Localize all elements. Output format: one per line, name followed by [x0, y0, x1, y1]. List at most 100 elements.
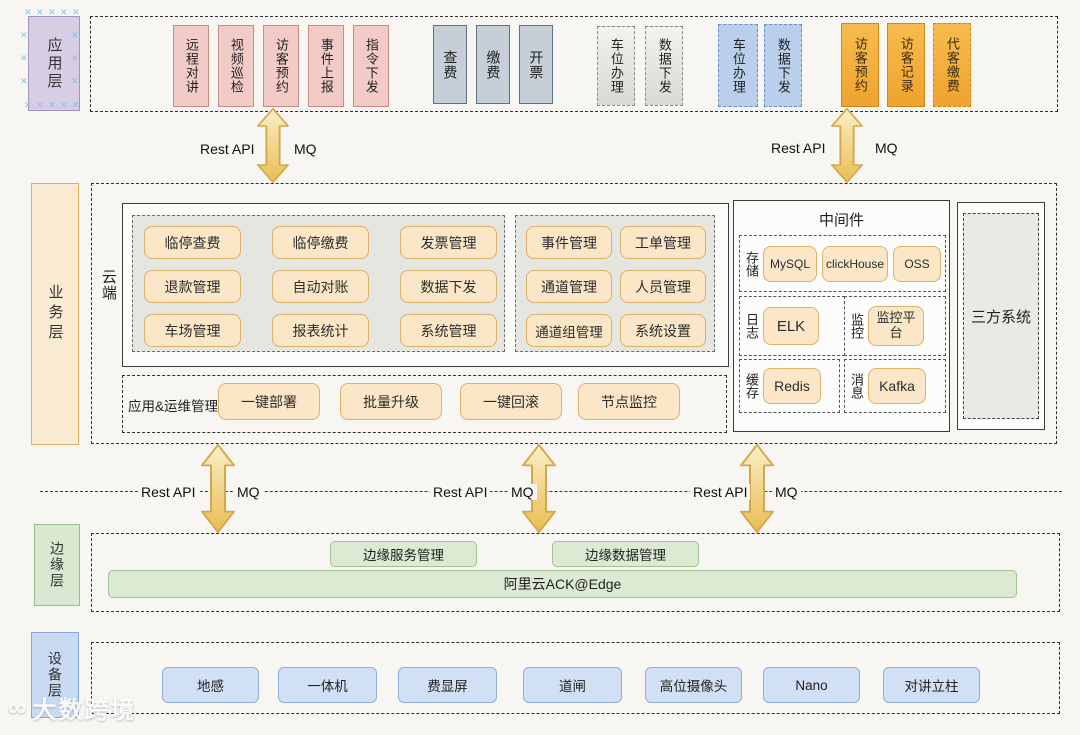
app-node: 访客预约 — [841, 23, 879, 107]
connector-label: MQ — [872, 140, 901, 156]
double-arrow-icon — [200, 444, 236, 533]
cloud-label: 云端 — [99, 269, 117, 301]
layer-label-business: 业务层 — [31, 183, 79, 445]
middleware-item: 监控平台 — [868, 306, 924, 346]
edge-service-box: 边缘服务管理 — [330, 541, 477, 567]
module-box: 报表统计 — [272, 314, 369, 347]
double-arrow-icon — [739, 444, 775, 533]
device-box: 费显屏 — [398, 667, 497, 703]
message-label: 消息 — [849, 373, 864, 399]
app-node: 车位办理 — [597, 26, 635, 106]
ops-label: 应用&运维管理 — [128, 399, 219, 414]
app-node: 查费 — [433, 25, 467, 104]
storage-group: 存储 MySQL clickHouse OSS — [739, 235, 946, 292]
app-node: 车位办理 — [718, 24, 758, 107]
monitor-group: 监控 监控平台 — [844, 296, 946, 356]
ops-box: 一键部署 — [218, 383, 320, 420]
selection-handle-icon — [20, 54, 28, 63]
app-node: 缴费 — [476, 25, 510, 104]
app-node: 事件上报 — [308, 25, 344, 107]
watermark-text: 大数跨境 — [32, 697, 137, 724]
module-box: 工单管理 — [620, 226, 706, 259]
connector-label: Rest API — [690, 484, 751, 500]
app-node: 数据下发 — [764, 24, 802, 107]
management-module-group: 事件管理 工单管理 通道管理 人员管理 通道组管理 系统设置 — [515, 215, 715, 352]
module-box: 人员管理 — [620, 270, 706, 303]
selection-handle-icon — [71, 54, 79, 63]
double-arrow-icon — [256, 108, 290, 183]
selection-handle-icon — [36, 8, 44, 17]
monitor-label: 监控 — [849, 313, 864, 339]
selection-handle-icon — [20, 31, 28, 40]
device-box: Nano — [763, 667, 860, 703]
module-box: 发票管理 — [400, 226, 497, 259]
module-box: 退款管理 — [144, 270, 241, 303]
selection-handle-icon — [60, 101, 68, 110]
device-box: 道闸 — [523, 667, 622, 703]
watermark: ∞ 大数跨境 — [8, 690, 137, 725]
selection-handle-icon — [72, 101, 80, 110]
ops-zone — [122, 375, 727, 433]
middleware-box: 中间件 存储 MySQL clickHouse OSS 日志 ELK 监控 监控… — [733, 200, 950, 432]
app-node: 远程对讲 — [173, 25, 209, 107]
selection-handle-icon — [71, 77, 79, 86]
middleware-item: clickHouse — [822, 245, 888, 282]
connector-label: Rest API — [430, 484, 491, 500]
module-box: 系统管理 — [400, 314, 497, 347]
application-layer-zone — [90, 16, 1058, 112]
selection-handle-icon — [24, 8, 32, 17]
connector-label: Rest API — [768, 140, 829, 156]
module-box: 临停缴费 — [272, 226, 369, 259]
app-node: 指令下发 — [353, 25, 389, 107]
selection-handle-icon — [48, 101, 56, 110]
edge-data-box: 边缘数据管理 — [552, 541, 699, 567]
selection-handle-icon — [72, 8, 80, 17]
platform-module-group: 临停查费 临停缴费 发票管理 退款管理 自动对账 数据下发 车场管理 报表统计 … — [132, 215, 505, 352]
cache-label: 缓存 — [744, 373, 759, 399]
middleware-item: Redis — [763, 368, 821, 404]
business-layer-zone — [91, 183, 1057, 444]
ops-box: 节点监控 — [578, 383, 680, 420]
selection-handle-icon — [20, 77, 28, 86]
connector-label: MQ — [234, 484, 263, 500]
device-box: 对讲立柱 — [883, 667, 980, 703]
double-arrow-icon — [830, 108, 864, 183]
module-box: 临停查费 — [144, 226, 241, 259]
module-box: 自动对账 — [272, 270, 369, 303]
layer-label-edge: 边缘层 — [34, 524, 80, 606]
connector-label: Rest API — [197, 141, 258, 157]
selection-handle-icon — [36, 101, 44, 110]
edge-layer-zone — [91, 533, 1060, 612]
selection-handle-icon — [71, 31, 79, 40]
storage-label: 存储 — [744, 250, 759, 277]
middleware-title: 中间件 — [818, 212, 864, 229]
edge-platform-bar: 阿里云ACK@Edge — [108, 570, 1017, 598]
connector-label: MQ — [772, 484, 801, 500]
log-label: 日志 — [744, 313, 759, 339]
module-box: 车场管理 — [144, 314, 241, 347]
middleware-item: MySQL — [763, 245, 817, 282]
middleware-item: ELK — [763, 307, 819, 345]
layer-label-device: 设备层 — [31, 632, 79, 718]
log-group: 日志 ELK — [739, 296, 845, 356]
app-node: 开票 — [519, 25, 553, 104]
third-party-inner: 三方系统 — [963, 213, 1039, 419]
ops-box: 一键回滚 — [460, 383, 562, 420]
app-node: 访客预约 — [263, 25, 299, 107]
module-box: 通道管理 — [526, 270, 612, 303]
selection-handle-icon — [48, 8, 56, 17]
module-box: 事件管理 — [526, 226, 612, 259]
app-node: 数据下发 — [645, 26, 683, 106]
middleware-item: OSS — [893, 245, 941, 282]
message-group: 消息 Kafka — [844, 359, 946, 413]
selection-handle-icon — [24, 101, 32, 110]
module-box: 系统设置 — [620, 314, 706, 347]
app-node: 代客缴费 — [933, 23, 971, 107]
double-arrow-icon — [521, 444, 557, 533]
module-box: 数据下发 — [400, 270, 497, 303]
device-box: 地感 — [162, 667, 259, 703]
device-box: 高位摄像头 — [645, 667, 742, 703]
cache-group: 缓存 Redis — [739, 359, 840, 413]
connector-label: MQ — [508, 484, 537, 500]
